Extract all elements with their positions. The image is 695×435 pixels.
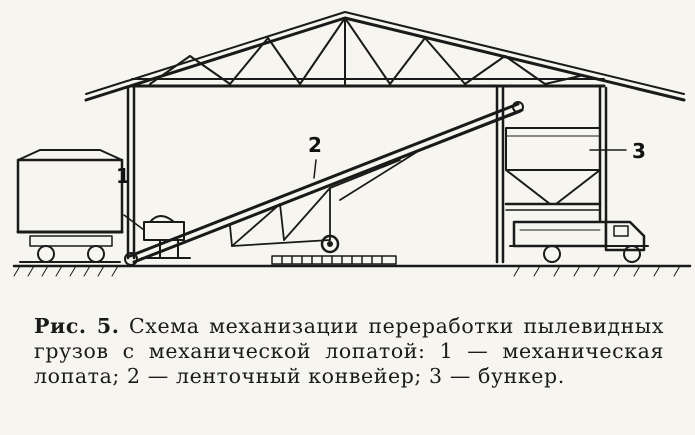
- callout-label-2: 2: [308, 133, 322, 157]
- callout-label-1: 1: [116, 164, 130, 188]
- figure-caption: Рис. 5. Схема механизации переработки пы…: [34, 314, 664, 389]
- rail-wagon: [16, 149, 124, 263]
- belt-conveyor: [124, 101, 524, 266]
- building-columns: [126, 86, 608, 264]
- mechanization-diagram: 1 2 3: [12, 11, 692, 277]
- bunker: [504, 127, 602, 211]
- roof-truss: [84, 11, 686, 102]
- caption-text: Схема механизации переработки пылевидных…: [34, 314, 664, 388]
- floor-grating: [271, 255, 397, 265]
- callout-label-3: 3: [632, 139, 646, 163]
- caption-lead: Рис. 5.: [34, 314, 120, 338]
- leader-lines: [121, 149, 627, 179]
- dump-truck: [509, 220, 649, 263]
- ground: [12, 264, 692, 277]
